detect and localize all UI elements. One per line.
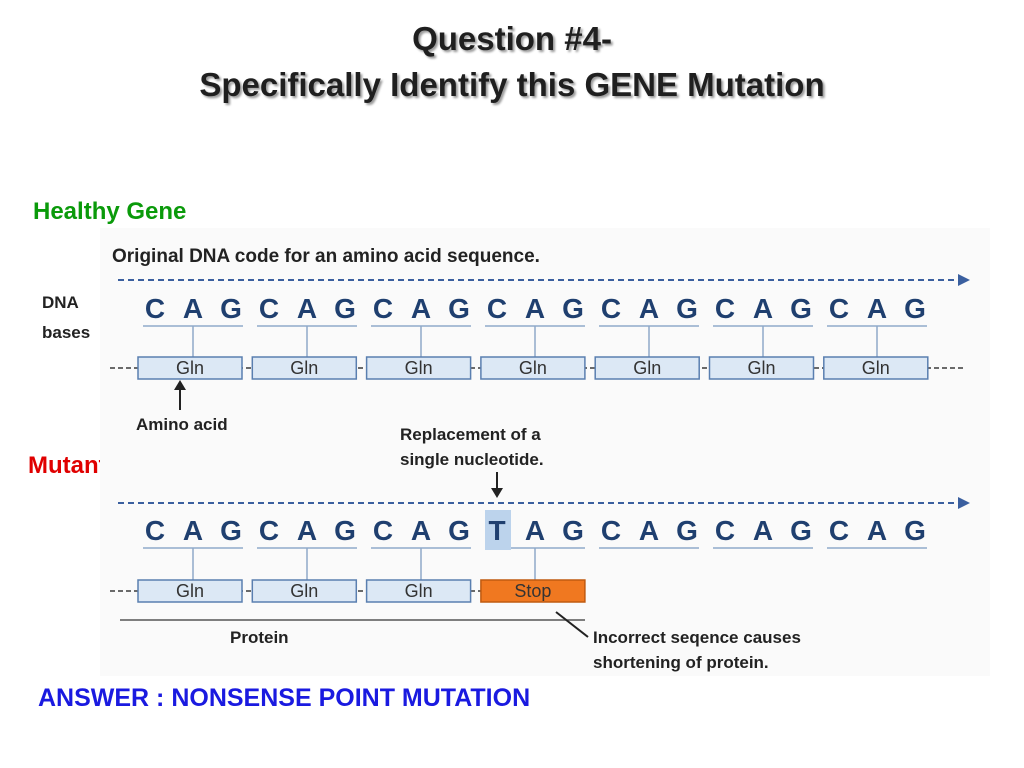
healthy-amino-acid: Gln [747,358,775,378]
mutant-dna-base: A [753,515,773,546]
dna-label: DNA [42,293,79,312]
amino-acid-label: Amino acid [136,415,228,434]
mutant-dna-base: G [220,515,242,546]
mutant-dna-base: G [334,515,356,546]
slide-title-line1: Question #4- [412,20,612,57]
healthy-dna-base: A [639,293,659,324]
healthy-dna-base: A [183,293,203,324]
mutant-dna-base: A [183,515,203,546]
mutant-codon-box [251,579,358,603]
healthy-codon-box [251,356,358,380]
healthy-amino-acid: Gln [862,358,890,378]
healthy-dna-base: A [411,293,431,324]
mutated-base-highlight [485,510,511,550]
healthy-codon-box [708,356,815,380]
healthy-dna-base: C [601,293,621,324]
healthy-codon-box [480,356,586,380]
healthy-codon-box [594,356,700,380]
healthy-dna-base: C [715,293,735,324]
mutant-dna-base: A [411,515,431,546]
healthy-dna-base: C [373,293,393,324]
healthy-dna-base: C [487,293,507,324]
incorrect-note-pointer [555,611,589,638]
mutant-dna-base: G [562,515,584,546]
mutant-dna-base: C [259,515,279,546]
amino-acid-pointer-head [174,380,186,390]
mutant-dna-base: C [829,515,849,546]
healthy-amino-acid: Gln [290,358,318,378]
healthy-dna-base: A [525,293,545,324]
mutant-dna-base: G [790,515,812,546]
healthy-codon-box [823,356,929,380]
healthy-amino-acid: Gln [176,358,204,378]
mutant-dna-base: G [904,515,926,546]
healthy-amino-acid: Gln [519,358,547,378]
healthy-dna-base: G [562,293,584,324]
healthy-dna-base: G [904,293,926,324]
healthy-dna-base: C [829,293,849,324]
mutant-dna-base: G [448,515,470,546]
mutant-amino-acid: Gln [405,581,433,601]
incorrect-note-line2: shortening of protein. [593,653,769,672]
bases-label: bases [42,323,90,342]
healthy-dna-base: A [753,293,773,324]
healthy-dna-base: G [790,293,812,324]
mutant-codon-box [137,579,243,603]
healthy-strand-arrow-arrowhead [958,274,970,286]
original-caption: Original DNA code for an amino acid sequ… [112,246,540,267]
slide-title-line2: Specifically Identify this GENE Mutation [199,66,825,103]
healthy-dna-base: A [867,293,887,324]
healthy-dna-base: G [676,293,698,324]
healthy-amino-acid: Gln [405,358,433,378]
answer-text: ANSWER : NONSENSE POINT MUTATION [38,684,531,712]
mutant-dna-base: G [676,515,698,546]
replacement-note-line2: single nucleotide. [400,450,544,469]
stop-codon-box [480,579,586,603]
healthy-codon-box [137,356,243,380]
mutant-dna-base: A [525,515,545,546]
healthy-dna-base: C [145,293,165,324]
mutant-dna-base: A [639,515,659,546]
mutant-amino-acid: Gln [176,581,204,601]
healthy-dna-base: G [220,293,242,324]
mutant-dna-base: A [867,515,887,546]
mutant-codon-box [365,579,472,603]
mutant-amino-acid: Gln [290,581,318,601]
mutant-dna-base: A [297,515,317,546]
healthy-gene-label: Healthy Gene [33,198,187,225]
protein-label: Protein [230,628,289,647]
mutant-dna-base: C [601,515,621,546]
mutant-dna-base: C [373,515,393,546]
healthy-codon-box [365,356,472,380]
healthy-dna-base: G [448,293,470,324]
replacement-note-line1: Replacement of a [400,425,541,444]
stop-codon-label: Stop [514,581,551,601]
healthy-amino-acid: Gln [633,358,661,378]
mutant-dna-base: T [488,515,505,546]
mutant-dna-base: C [715,515,735,546]
healthy-dna-base: A [297,293,317,324]
healthy-dna-base: C [259,293,279,324]
replacement-pointer-head [491,488,503,498]
mutant-strand-arrow-arrowhead [958,497,970,509]
incorrect-note-line1: Incorrect seqence causes [593,628,801,647]
healthy-dna-base: G [334,293,356,324]
mutant-dna-base: C [145,515,165,546]
